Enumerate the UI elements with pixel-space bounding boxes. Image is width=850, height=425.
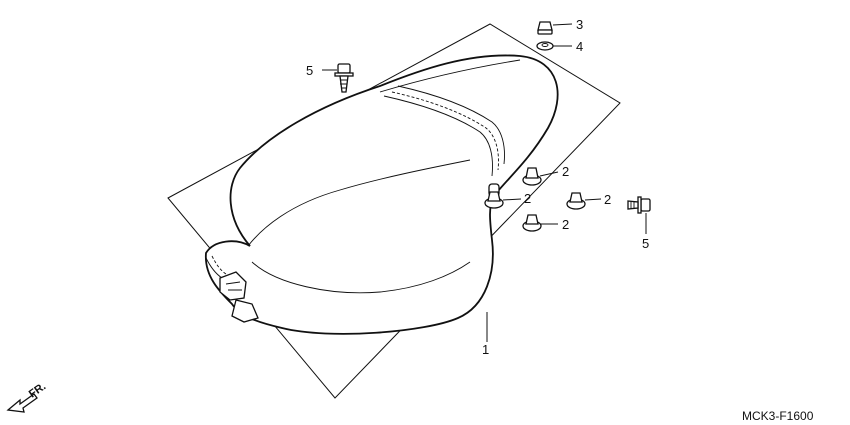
seat-body xyxy=(205,54,559,335)
cap-nut xyxy=(537,21,553,35)
drawing-code: MCK3-F1600 xyxy=(742,409,814,423)
seat-rubber-2 xyxy=(484,191,504,209)
bolt-upper xyxy=(334,63,354,93)
assembly-boundary xyxy=(167,23,621,399)
seat-rubber-3 xyxy=(566,192,586,210)
callout-2b: 2 xyxy=(524,191,531,206)
callout-2a: 2 xyxy=(562,164,569,179)
collar xyxy=(536,41,554,51)
callout-3: 3 xyxy=(576,17,583,32)
callout-2c: 2 xyxy=(604,192,611,207)
callout-5a: 5 xyxy=(306,63,313,78)
callout-5b: 5 xyxy=(642,236,649,251)
callout-1: 1 xyxy=(482,342,489,357)
bolt-right xyxy=(627,196,651,214)
seat-rubber-1 xyxy=(522,167,542,186)
front-direction-arrow-icon xyxy=(6,393,38,413)
seat-rubber-4 xyxy=(522,214,542,232)
callout-4: 4 xyxy=(576,39,583,54)
callout-2d: 2 xyxy=(562,217,569,232)
